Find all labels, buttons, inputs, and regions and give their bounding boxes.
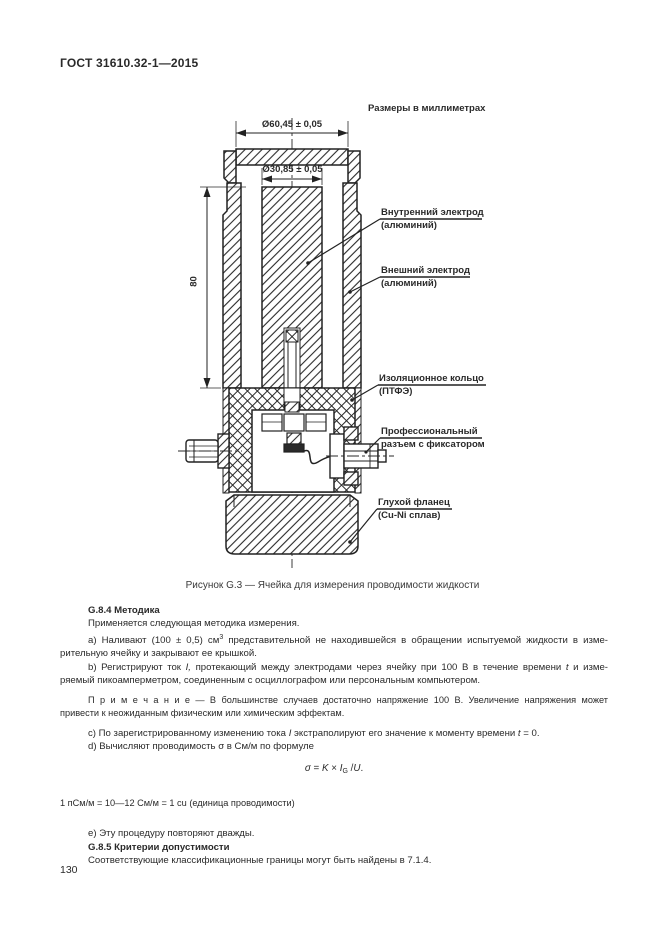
callout-connector: Профессиональный разъем с фиксатором: [381, 425, 511, 451]
callout-line: Профессиональный: [381, 426, 478, 437]
callout-line: Внутренний электрод: [381, 207, 484, 218]
note-line2: привести к неожиданным физическим или хи…: [60, 708, 345, 719]
conductivity-formula: σ = K × IG /U.: [60, 762, 608, 778]
item-e-line: e) Эту процедуру повторяют дважды.: [88, 828, 255, 840]
item-a-line2: рительную ячейку и закрывают ее крышкой.: [60, 648, 257, 660]
text-segment: и изме-: [573, 661, 608, 673]
item-a-line1: a) Наливают (100 ± 0,5) см3 представител…: [60, 631, 608, 647]
callout-outer-electrode: Внешний электрод (алюминий): [381, 264, 511, 290]
times-sign: ×: [331, 763, 337, 775]
dim-outer-diameter-label: Ø60,45 ± 0,05: [261, 119, 323, 130]
section-g85-body: Соответствующие классификационные границ…: [88, 855, 432, 867]
subscript-G: G: [342, 768, 348, 776]
conversion-line: 1 пСм/м = 10—12 См/м = 1 cu (единица про…: [60, 797, 295, 808]
callout-line: (ПТФЭ): [379, 386, 413, 397]
text-segment: c) По зарегистрированному изменению тока: [88, 727, 287, 739]
leader-lines: [306, 218, 486, 544]
callout-inner-electrode: Внутренний электрод (алюминий): [381, 206, 511, 232]
page-number: 130: [60, 864, 78, 876]
item-c-line: c) По зарегистрированному изменению тока…: [60, 727, 608, 740]
inner-electrode: [261, 186, 323, 403]
text-segment: экстраполируют его значение к моменту вр…: [294, 727, 516, 739]
left-terminal-stub: [178, 433, 242, 469]
section-g85-title: G.8.5 Критерии допустимости: [88, 841, 230, 853]
callout-line: Внешний электрод: [381, 265, 470, 276]
text-segment: = 0.: [523, 727, 540, 739]
item-b-line1: b) Регистрируют ток I, протекающий между…: [60, 661, 608, 674]
text-segment: b) Регистрируют ток: [88, 661, 182, 673]
text-segment: протекающий между электродами через ячей…: [195, 661, 562, 673]
dimension-outer-diameter: [235, 121, 349, 147]
callout-blind-flange: Глухой фланец (Cu-Ni сплав): [378, 496, 508, 522]
signal-wire: [301, 449, 333, 465]
var-U: U: [353, 763, 361, 775]
units-note: Размеры в миллиметрах: [368, 103, 486, 114]
var-sigma: σ: [304, 763, 311, 775]
equals-sign: =: [313, 763, 320, 775]
dimension-inner-diameter: [261, 168, 323, 185]
callout-line: (Cu-Ni сплав): [378, 510, 441, 521]
var-t: t: [517, 727, 521, 739]
item-b-line2: ряемый пикоамперметром, соединенным с ос…: [60, 675, 481, 687]
var-K: K: [321, 763, 329, 775]
callout-line: (алюминий): [381, 278, 437, 289]
figure-caption: Рисунок G.3 — Ячейка для измерения прово…: [185, 580, 480, 591]
dim-height-label: 80: [188, 276, 200, 287]
period: .: [360, 763, 364, 775]
superscript-3: 3: [219, 633, 224, 641]
dim-inner-diameter-label: Ø30,85 ± 0,05: [262, 164, 323, 175]
professional-connector: [326, 426, 394, 486]
body-text: G.8.4 Методика Применяется следующая мет…: [60, 604, 608, 868]
callout-line: Глухой фланец: [378, 497, 450, 508]
var-I: I: [339, 763, 343, 775]
dimension-height: [200, 186, 246, 389]
cell-diagram: [178, 118, 486, 568]
slash: /: [350, 763, 354, 775]
var-I: I: [288, 727, 292, 739]
text-segment: a) Наливают (100 ± 0,5) см: [88, 634, 220, 646]
page-header: ГОСТ 31610.32-1—2015: [60, 56, 199, 70]
blind-flange: [225, 494, 359, 555]
electrode-terminal-nuts: [261, 413, 327, 453]
var-t: t: [565, 661, 569, 673]
callout-insulation-ring: Изоляционное кольцо (ПТФЭ): [379, 372, 509, 398]
var-I: I,: [185, 661, 191, 673]
text-segment: представительной не находившейся в обращ…: [228, 634, 608, 646]
section-g84-title: G.8.4 Методика: [88, 605, 160, 616]
callout-line: Изоляционное кольцо: [379, 373, 484, 384]
callout-line: (алюминий): [381, 220, 437, 231]
cap: [223, 148, 361, 184]
note-line1: П р и м е ч а н и е — В большинстве случ…: [88, 695, 608, 706]
intro-line: Применяется следующая методика измерения…: [88, 618, 300, 630]
item-d-line: d) Вычисляют проводимость σ в См/м по фо…: [88, 741, 314, 753]
callout-line: разъем с фиксатором: [381, 439, 485, 450]
